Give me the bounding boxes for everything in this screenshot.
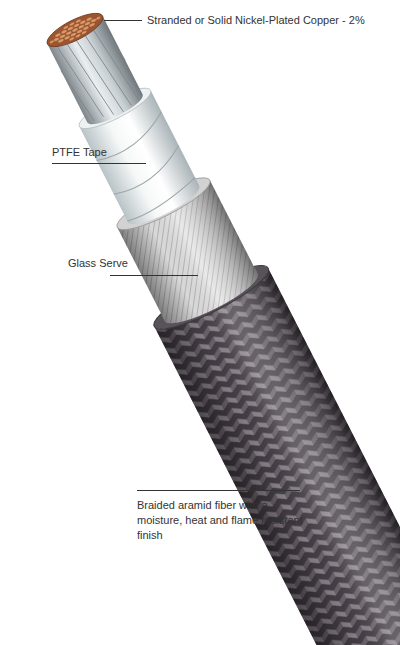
leader-line: [137, 490, 300, 491]
leader-line: [104, 20, 142, 21]
part-label: Glass Serve: [68, 256, 178, 271]
part-label: Stranded or Solid Nickel-Plated Copper -…: [147, 13, 365, 28]
part-label: Braided aramid fiber with a moisture, he…: [137, 498, 315, 543]
leader-line: [52, 163, 146, 164]
leader-line: [110, 275, 198, 276]
part-label: PTFE Tape: [52, 145, 162, 160]
